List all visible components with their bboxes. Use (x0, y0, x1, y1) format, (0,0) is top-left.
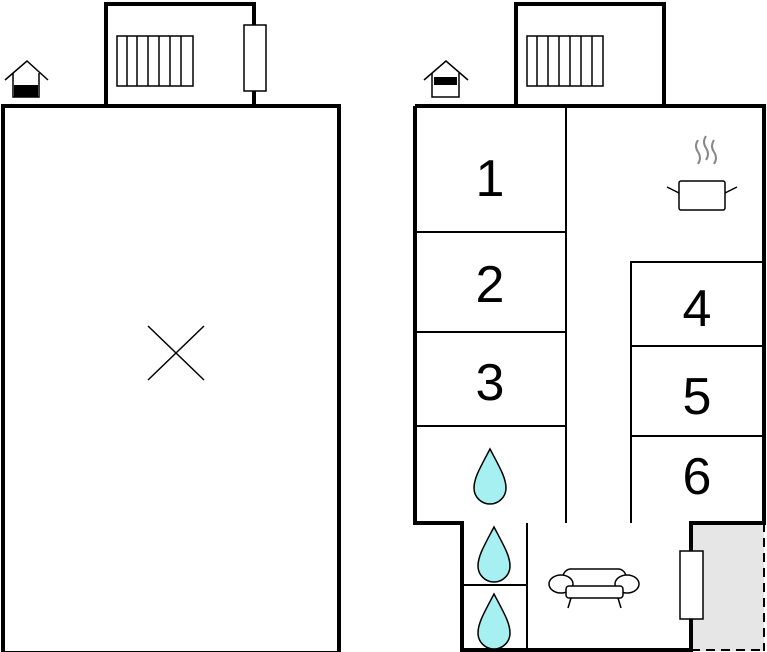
left-main-room (1, 104, 341, 652)
radiator-icon (116, 35, 194, 87)
radiator-icon (526, 35, 604, 87)
water-drop-icon (477, 525, 511, 583)
right-top-room (514, 2, 666, 106)
water-drop-icon (477, 592, 511, 650)
right-floor: 1 2 3 4 5 6 (413, 2, 766, 652)
left-top-room (104, 2, 256, 106)
room-number: 3 (476, 354, 505, 412)
right-column-rooms (630, 261, 764, 523)
bottom-bathrooms (462, 523, 528, 650)
left-column-rooms (415, 106, 567, 523)
room-number: 2 (476, 256, 505, 314)
door-icon (679, 550, 704, 620)
sofa-icon (548, 568, 640, 609)
house-icon (423, 60, 469, 98)
room-number: 4 (683, 280, 712, 338)
right-outer-walls (413, 104, 766, 652)
room-number: 1 (476, 150, 505, 208)
house-icon (4, 59, 49, 98)
water-drop-icon (473, 447, 507, 505)
left-floor (1, 2, 341, 652)
room-number: 6 (683, 448, 712, 506)
cooking-pot-icon (666, 135, 738, 211)
cross-icon (147, 325, 205, 381)
terrace (691, 523, 765, 651)
room-number: 5 (683, 368, 712, 426)
door-icon (243, 24, 267, 92)
